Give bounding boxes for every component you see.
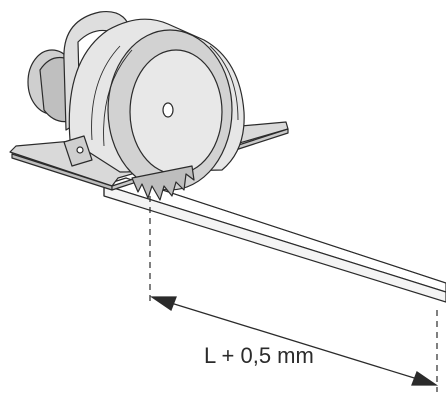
saw-arbor [162, 102, 174, 118]
left-arrowhead [149, 296, 177, 312]
dimension-arrow-icon [149, 296, 439, 386]
circular-saw-icon [9, 10, 289, 201]
dimension-extension-lines [149, 196, 438, 392]
dimension-label: L + 0,5 mm [204, 343, 314, 368]
workpiece-board [103, 177, 446, 303]
right-arrowhead [411, 370, 439, 386]
saw-blade-teeth [131, 165, 195, 201]
